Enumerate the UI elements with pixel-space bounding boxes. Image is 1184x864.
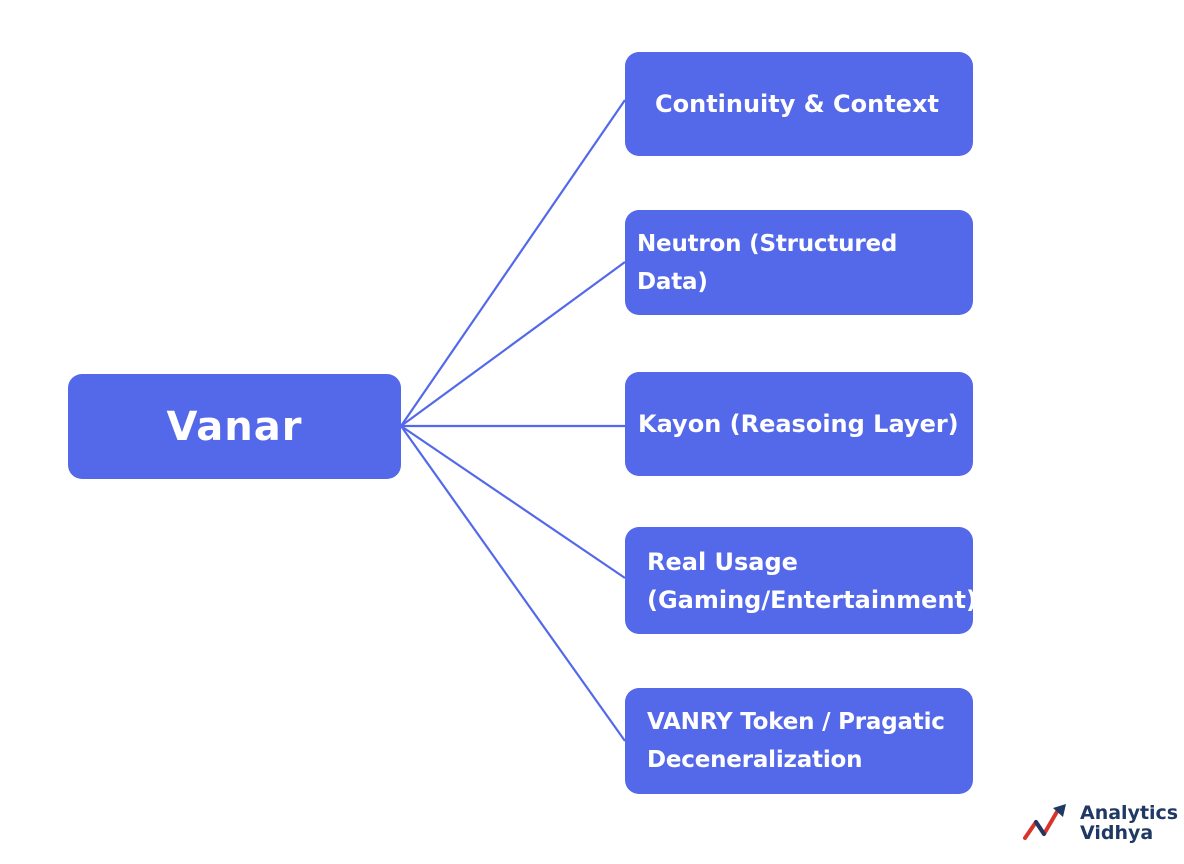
connector-vanry [400, 425, 626, 742]
trend-arrow-icon [1023, 804, 1066, 840]
node-label: Kayon (Reasoing Layer) [638, 410, 959, 438]
logo-line-1: Analytics [1080, 802, 1179, 824]
connector-real-usage [400, 425, 626, 579]
root-node-vanar: Vanar [68, 374, 401, 479]
connector-neutron [400, 261, 626, 427]
node-kayon: Kayon (Reasoing Layer) [625, 372, 973, 476]
logo-text: Analytics Vidhya [1080, 803, 1178, 843]
node-continuity-context: Continuity & Context [625, 52, 973, 156]
node-neutron: Neutron (Structured Data) [625, 210, 973, 315]
logo-line-2: Vidhya [1080, 822, 1154, 844]
connector-continuity [400, 99, 626, 427]
node-vanry-token: VANRY Token / Pragatic Deceneralization [625, 688, 973, 794]
node-real-usage: Real Usage (Gaming/Entertainment) [625, 527, 977, 634]
node-label: VANRY Token / Pragatic Deceneralization [647, 709, 945, 773]
node-label: Continuity & Context [655, 90, 939, 118]
node-label: Neutron (Structured Data) [637, 230, 898, 295]
node-label: Real Usage (Gaming/Entertainment) [647, 547, 977, 614]
analytics-vidhya-logo: Analytics Vidhya [1022, 798, 1184, 848]
root-node-label: Vanar [166, 403, 303, 450]
